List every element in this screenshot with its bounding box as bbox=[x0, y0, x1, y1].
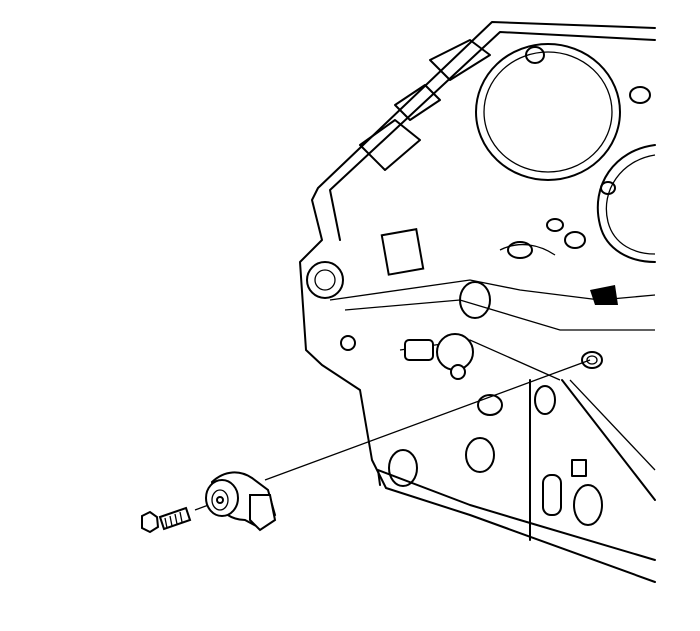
knock-sensor-bolt bbox=[141, 506, 192, 534]
knock-sensor bbox=[205, 471, 277, 532]
camshaft-sensor bbox=[404, 333, 474, 380]
installation-line bbox=[264, 359, 591, 481]
engine-block bbox=[299, 21, 656, 583]
